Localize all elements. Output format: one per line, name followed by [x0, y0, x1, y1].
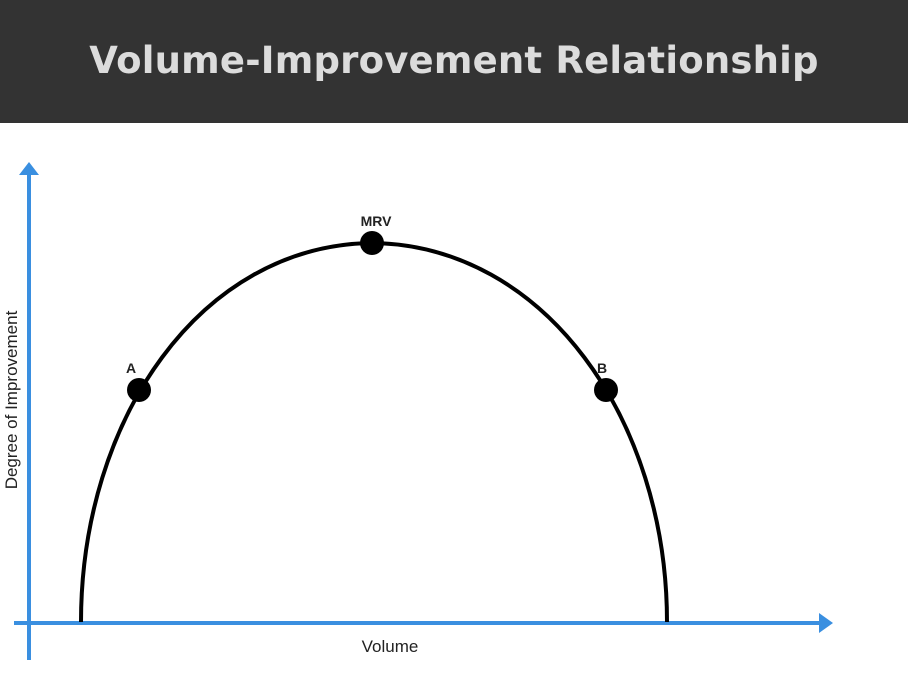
- y-axis-arrowhead: [19, 162, 39, 175]
- y-axis-label: Degree of Improvement: [2, 310, 21, 489]
- point-a-marker: [127, 378, 151, 402]
- x-axis-label: Volume: [362, 637, 419, 656]
- page-title: Volume-Improvement Relationship: [89, 39, 819, 82]
- point-b-label: B: [597, 360, 607, 376]
- volume-improvement-diagram: A MRV B Volume Degree of Improvement: [2, 162, 833, 660]
- improvement-curve: [79, 240, 669, 623]
- point-mrv-label: MRV: [361, 213, 393, 229]
- header-bar: Volume-Improvement Relationship: [0, 0, 908, 123]
- point-b-marker: [594, 378, 618, 402]
- point-mrv-marker: [360, 231, 384, 255]
- point-a-label: A: [126, 360, 136, 376]
- x-axis-arrowhead: [819, 613, 833, 633]
